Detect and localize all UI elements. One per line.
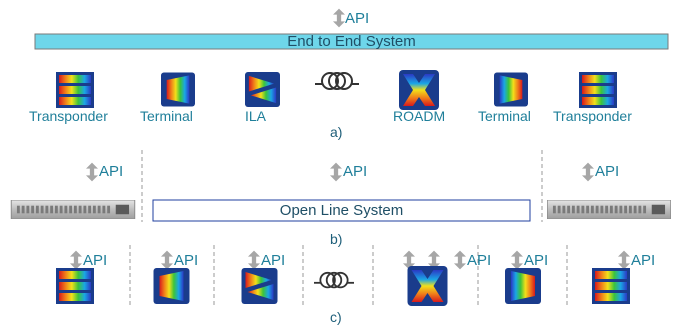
transponder-rack-right-icon [547, 200, 671, 219]
api-label: API [99, 163, 124, 180]
api-arrow-icon [333, 8, 345, 28]
api-arrow-icon [86, 162, 98, 182]
api-arrow-icon [248, 250, 260, 270]
terminal-left-icon [161, 72, 195, 107]
roadm-icon [399, 70, 439, 110]
api-label: API [83, 252, 108, 269]
terminal-right-icon [505, 268, 541, 304]
terminal-left-label: Terminal [140, 108, 193, 124]
open-line-system-label: Open Line System [279, 202, 404, 219]
transponder-right-label: Transponder [553, 108, 632, 124]
api-label: API [595, 163, 620, 180]
terminal-right-label: Terminal [478, 108, 531, 124]
ila-label: ILA [245, 108, 267, 124]
api-arrow-icon [582, 162, 594, 182]
api-label: API [343, 163, 368, 180]
ila-amplifier-icon [245, 72, 280, 107]
api-label: API [345, 10, 370, 27]
transponder-left-icon [56, 72, 94, 108]
roadm-label: ROADM [393, 108, 446, 124]
api-arrow-icon [454, 250, 466, 270]
transponder-left-label: Transponder [29, 108, 108, 124]
api-label: API [261, 252, 286, 269]
api-arrow-icon [330, 162, 342, 182]
transponder-right-icon [592, 268, 630, 304]
end-to-end-system-label: End to End System [287, 33, 416, 50]
ila-amplifier-icon [241, 268, 278, 304]
caption-a: a) [330, 124, 343, 140]
dividers-panel-c [129, 245, 568, 305]
api-arrow-icon [70, 250, 82, 270]
roadm-icon [407, 266, 448, 306]
transponder-rack-left-icon [10, 200, 136, 219]
api-arrow-icon [618, 250, 630, 270]
api-label: API [174, 252, 199, 269]
fiber-spool-icon [314, 271, 354, 289]
caption-c: c) [330, 309, 342, 325]
fiber-spool-icon [315, 72, 359, 90]
transponder-right-icon [579, 72, 617, 108]
transponder-left-icon [56, 268, 94, 304]
terminal-left-icon [153, 268, 190, 304]
api-arrow-icon [161, 250, 173, 270]
api-label: API [467, 252, 492, 269]
terminal-right-icon [494, 72, 528, 107]
api-arrow-icon [511, 250, 523, 270]
api-label: API [524, 252, 549, 269]
open-line-system-box [152, 199, 531, 222]
caption-b: b) [330, 231, 343, 247]
end-to-end-system-bar [34, 33, 669, 50]
api-label: API [631, 252, 656, 269]
